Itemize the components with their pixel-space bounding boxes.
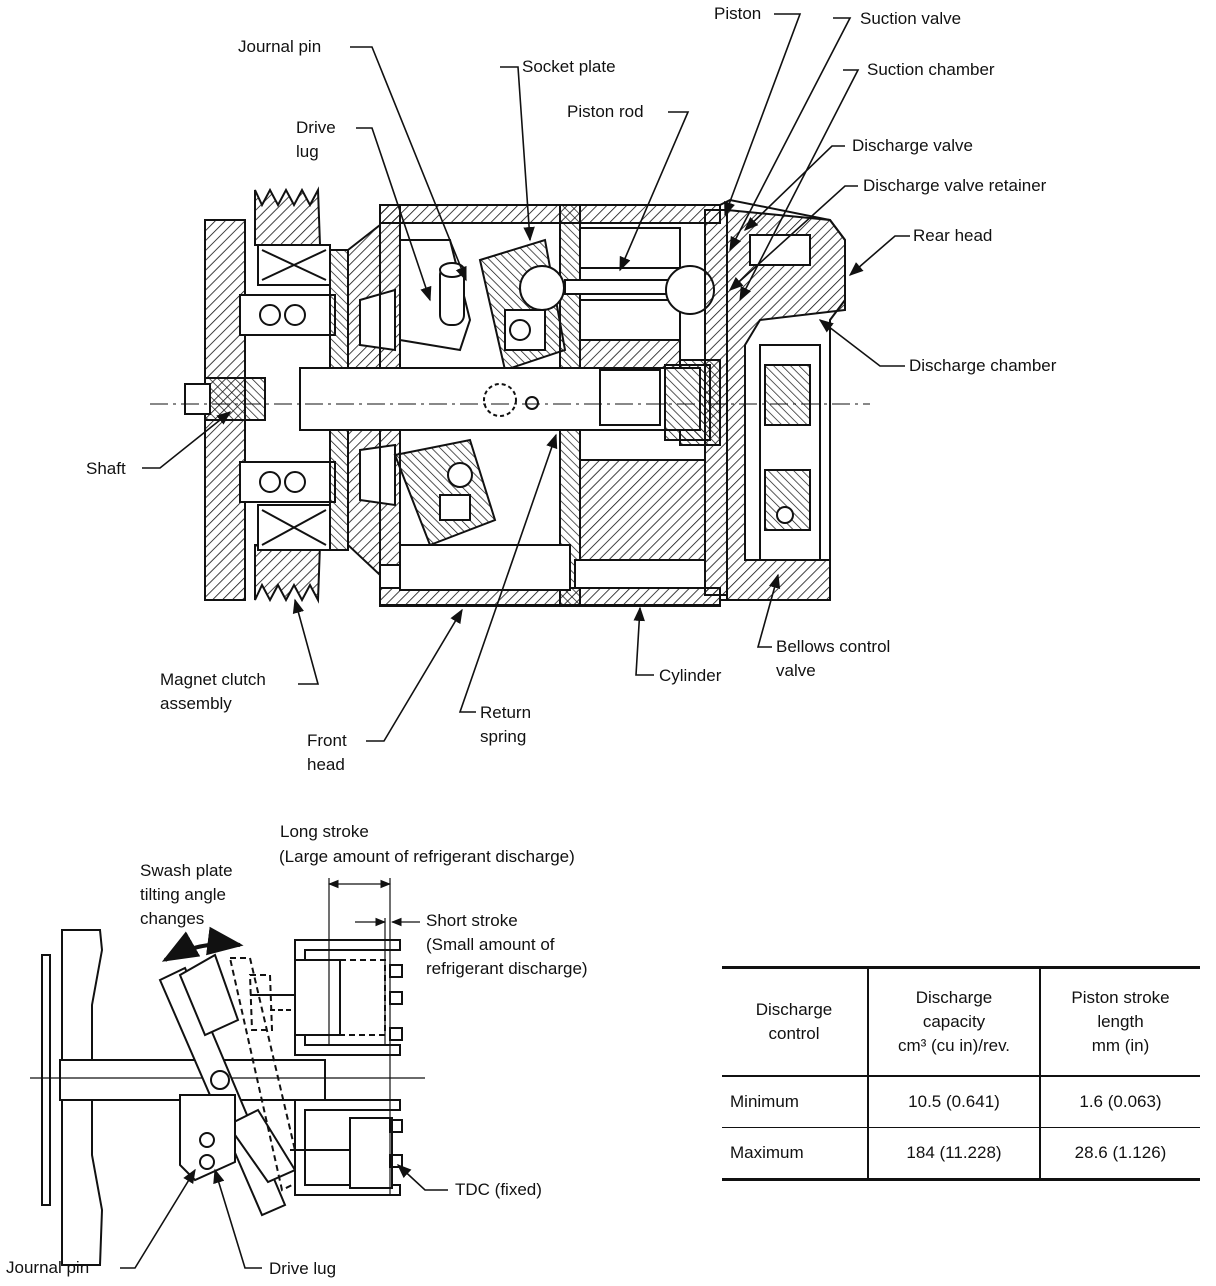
label-drive-lug-upper: Drive lug [296,118,336,161]
label-long-stroke: Long stroke [280,822,369,841]
cell-capacity: 10.5 (0.641) [867,1076,1041,1128]
cell-capacity: 184 (11.228) [867,1127,1041,1181]
cell-stroke: 28.6 (1.126) [1040,1127,1200,1181]
label-suction-valve: Suction valve [860,9,962,28]
header-piston-stroke: Piston stroke length mm (in) [1040,967,1200,1077]
swash-plate-schematic [30,878,425,1266]
label-cylinder: Cylinder [659,666,722,685]
label-discharge-valve: Discharge valve [852,136,973,155]
label-journal-pin-lower: Journal pin [6,1258,90,1277]
cylinder-block [579,459,706,561]
table-header-row: Discharge control Discharge capacity cm³… [722,967,1200,1077]
label-short-stroke-note: (Small amount of refrigerant discharge) [426,935,588,978]
swash-plate-assembly [393,238,567,547]
label-discharge-chamber: Discharge chamber [909,356,1057,375]
label-socket-plate: Socket plate [522,57,616,76]
label-discharge-valve-retainer: Discharge valve retainer [863,176,1047,195]
label-journal-pin-upper: Journal pin [238,37,322,56]
label-long-stroke-note: (Large amount of refrigerant discharge) [279,847,575,866]
header-discharge-control: Discharge control [722,967,868,1077]
compressor-cutaway [150,186,870,607]
label-bellows-control-valve: Bellows control valve [776,637,891,680]
label-tdc: TDC (fixed) [455,1180,542,1199]
piston-upper [564,227,715,369]
header-discharge-capacity: Discharge capacity cm³ (cu in)/rev. [867,967,1041,1077]
label-short-stroke: Short stroke [426,911,518,930]
main-shaft [184,364,711,441]
upper-leader-lines [142,13,910,742]
label-drive-lug-lower: Drive lug [269,1259,337,1278]
cell-control: Minimum [722,1076,868,1128]
label-return-spring: Return spring [480,703,532,746]
rear-head [726,208,846,601]
label-front-head: Front head [307,731,347,774]
cell-stroke: 1.6 (0.063) [1040,1076,1200,1128]
label-piston-rod: Piston rod [567,102,644,121]
cell-control: Maximum [722,1127,868,1181]
label-suction-chamber: Suction chamber [867,60,995,79]
label-magnet-clutch: Magnet clutch assembly [160,670,266,713]
table-row: Maximum 184 (11.228) 28.6 (1.126) [722,1127,1200,1181]
label-swash-plate: Swash plate tilting angle changes [140,861,233,928]
table-row: Minimum 10.5 (0.641) 1.6 (0.063) [722,1076,1200,1128]
label-piston: Piston [714,4,762,23]
lower-leader-lines [120,1164,448,1269]
label-shaft: Shaft [86,459,126,478]
discharge-spec-table: Discharge control Discharge capacity cm³… [722,966,1200,1181]
magnet-clutch-pulley [204,186,349,604]
label-rear-head: Rear head [913,226,993,245]
